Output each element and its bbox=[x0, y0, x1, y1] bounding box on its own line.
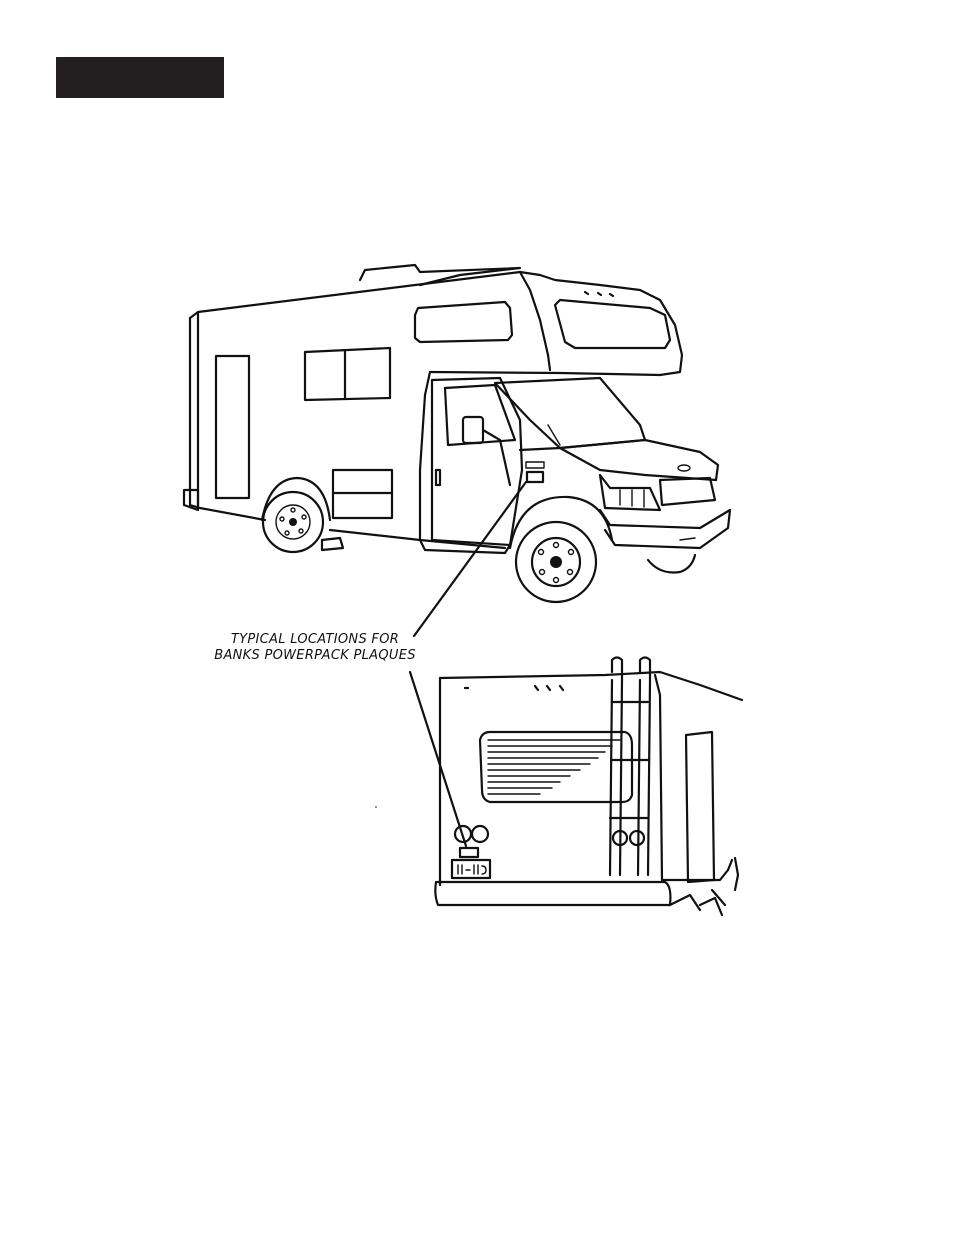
callout-leader-top bbox=[414, 482, 526, 636]
motorhome-rear-icon bbox=[435, 658, 742, 916]
plaque-location-callout: TYPICAL LOCATIONS FOR BANKS POWERPACK PL… bbox=[200, 632, 430, 664]
motorhome-side-front-icon bbox=[184, 265, 730, 602]
callout-line-2: BANKS POWERPACK PLAQUES bbox=[200, 648, 430, 664]
callout-leader-bottom bbox=[410, 672, 466, 846]
stray-mark bbox=[375, 806, 377, 808]
callout-line-1: TYPICAL LOCATIONS FOR bbox=[200, 632, 430, 648]
